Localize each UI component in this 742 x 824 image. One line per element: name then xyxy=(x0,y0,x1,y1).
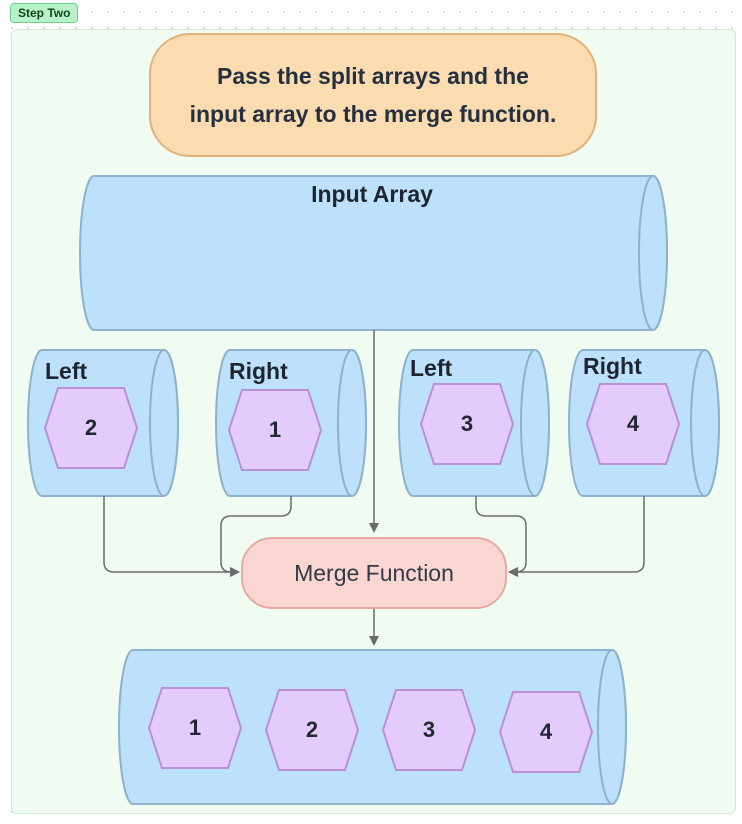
output-value-1: 1 xyxy=(188,715,202,740)
step-badge: Step Two xyxy=(10,3,79,23)
output-value-4: 4 xyxy=(539,719,553,744)
split-hexagon-2 xyxy=(227,389,323,471)
split-hexagon-3 xyxy=(419,383,515,465)
split-label-3: Left xyxy=(410,355,453,381)
input-array-cylinder xyxy=(79,175,668,331)
split-value-4: 4 xyxy=(626,411,640,436)
split-value-3: 3 xyxy=(460,411,474,436)
arrow-right1-to-merge xyxy=(220,496,292,577)
output-hexagon-3 xyxy=(381,689,477,771)
split-label-1: Left xyxy=(45,358,88,384)
output-hexagon-4 xyxy=(498,691,594,773)
output-hexagon-1 xyxy=(147,687,243,769)
output-hexagon-2 xyxy=(264,689,360,771)
split-hexagon-4 xyxy=(585,383,681,465)
merge-function-label: Merge Function xyxy=(294,559,454,586)
split-value-2: 1 xyxy=(268,417,282,442)
title-text: Pass the split arrays and the input arra… xyxy=(150,34,596,156)
title-line-1: Pass the split arrays and the xyxy=(217,63,529,89)
split-label-2: Right xyxy=(229,358,288,384)
arrow-left1-to-merge xyxy=(103,496,240,577)
merge-function-box xyxy=(241,537,507,609)
output-value-3: 3 xyxy=(422,717,436,742)
arrow-right2-to-merge xyxy=(508,496,645,577)
split-hexagon-1 xyxy=(43,387,139,469)
title-box xyxy=(149,33,597,157)
arrow-left2-to-merge xyxy=(475,496,527,577)
split-value-1: 2 xyxy=(84,415,98,440)
title-line-2: input array to the merge function. xyxy=(189,101,557,127)
input-array-label: Input Array xyxy=(311,181,433,207)
split-label-4: Right xyxy=(583,353,642,379)
output-value-2: 2 xyxy=(305,717,319,742)
output-array-cylinder xyxy=(118,649,627,805)
